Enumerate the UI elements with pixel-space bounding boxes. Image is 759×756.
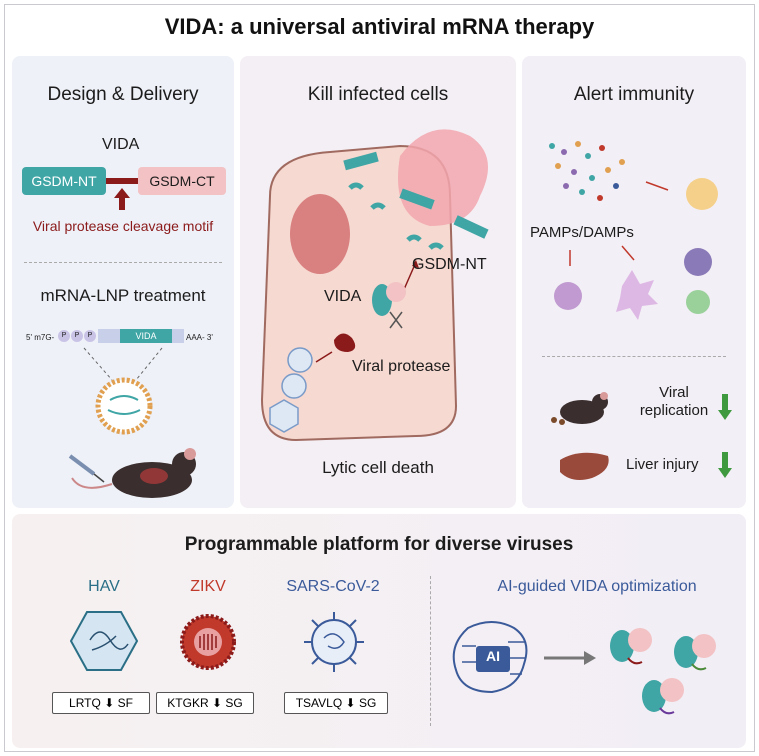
- virus-name-hav: HAV: [88, 578, 120, 595]
- phosphate-icon: P: [84, 330, 96, 342]
- viral-replication-label: Viral replication: [639, 384, 709, 419]
- mouse-icon: [551, 392, 608, 425]
- motif-box-zikv: KTGKR ⬇ SG: [156, 692, 254, 714]
- utr-segment: [172, 329, 184, 343]
- virus-name-zikv: ZIKV: [190, 578, 226, 595]
- syringe-icon: [68, 454, 96, 476]
- mrna-3prime-label: AAA- 3': [186, 333, 213, 342]
- decrease-arrow-icon: [718, 394, 732, 420]
- neutrophil-icon: [554, 282, 582, 310]
- phosphate-icon: P: [58, 330, 70, 342]
- pamps-cluster-icon: [549, 141, 625, 201]
- alert-immunity-panel: Alert immunity PAMPs/DAMPs Viral replica…: [522, 56, 746, 508]
- platform-panel: Programmable platform for diverse viruse…: [12, 514, 746, 748]
- virus-name-sars-cov-2: SARS-CoV-2: [286, 578, 380, 595]
- virion-icon: [287, 347, 313, 373]
- motif-left: KTGKR: [167, 696, 209, 710]
- immune-cells-illustration: [549, 141, 718, 320]
- gsdm-nt-domain: GSDM-NT: [22, 167, 106, 195]
- kill-infected-cells-panel: Kill infected cells GSDM-NT VIDA Viral p…: [240, 56, 516, 508]
- vida-construct-label: VIDA: [102, 136, 140, 153]
- immune-cell-icon: [686, 178, 718, 210]
- zikv-virus-icon: [180, 614, 236, 670]
- gsdm-pore-icon: [453, 215, 489, 239]
- t-cell-icon: [686, 290, 710, 314]
- cleavage-arrow-icon: [114, 188, 130, 210]
- cleavage-down-icon: ⬇: [104, 696, 115, 710]
- lytic-cell-death-label: Lytic cell death: [322, 458, 434, 477]
- liver-injury-label: Liver injury: [626, 456, 699, 473]
- macrophage-icon: [684, 248, 712, 276]
- motif-left: LRTQ: [69, 696, 101, 710]
- virion-icon: [281, 373, 307, 399]
- viral-protease-icon: [334, 333, 356, 352]
- scissors-icon: [389, 311, 403, 329]
- linker-bar: [106, 178, 138, 184]
- kill-cells-title: Kill infected cells: [307, 84, 449, 105]
- sars-cov-2-virus-icon: [304, 612, 364, 672]
- platform-title: Programmable platform for diverse viruse…: [184, 534, 574, 555]
- design-delivery-panel: Design & Delivery VIDA GSDM-NT GSDM-CT V…: [12, 56, 234, 508]
- viral-protease-label: Viral protease: [352, 358, 451, 375]
- motif-right: SG: [225, 696, 243, 710]
- motif-right: SG: [358, 696, 377, 710]
- alert-immunity-title: Alert immunity: [573, 84, 695, 105]
- utr-segment: [98, 329, 120, 343]
- cleavage-down-icon: ⬇: [211, 696, 223, 710]
- right-arrow-icon: [544, 651, 596, 665]
- section-divider: [430, 576, 431, 726]
- motif-box-hav: LRTQ ⬇ SF: [52, 692, 150, 714]
- motif-left: TSAVLQ: [295, 696, 343, 710]
- design-delivery-title: Design & Delivery: [47, 84, 199, 105]
- pamps-damps-label: PAMPs/DAMPs: [530, 224, 634, 241]
- gsdm-nt-label: GSDM-NT: [412, 256, 487, 273]
- gsdm-pore-icon: [343, 151, 379, 171]
- gsdm-nt-fragments: [348, 182, 444, 250]
- liver-icon: [560, 452, 609, 480]
- hav-virus-icon: [70, 611, 138, 671]
- infected-cell-illustration: [260, 129, 489, 442]
- motif-box-sars-cov-2: TSAVLQ ⬇ SG: [284, 692, 388, 714]
- motif-right: SF: [117, 696, 133, 710]
- lnp-mouse-illustration: [68, 347, 196, 498]
- mrna-5prime-label: 5' m7G-: [26, 333, 55, 342]
- cleavage-motif-label: Viral protease cleavage motif: [32, 218, 214, 234]
- section-divider: [542, 356, 726, 357]
- optimized-vida-proteins-icon: [610, 628, 716, 715]
- lnp-title: mRNA-LNP treatment: [40, 286, 206, 305]
- gsdm-ct-domain: GSDM-CT: [138, 167, 226, 195]
- nucleus-icon: [290, 194, 350, 274]
- figure-title: VIDA: a universal antiviral mRNA therapy: [164, 14, 595, 39]
- dendritic-cell-icon: [616, 270, 658, 320]
- pore-burst-icon: [398, 129, 488, 226]
- phosphate-icon: P: [71, 330, 83, 342]
- vida-label: VIDA: [324, 288, 362, 305]
- decrease-arrow-icon: [718, 452, 732, 478]
- ai-guided-title: AI-guided VIDA optimization: [497, 578, 697, 595]
- ai-chip-label: AI: [486, 648, 500, 664]
- lnp-particle-icon: [95, 377, 153, 435]
- cleavage-down-icon: ⬇: [345, 696, 356, 710]
- section-divider: [24, 262, 222, 263]
- mrna-vida-segment: VIDA: [120, 329, 172, 343]
- ai-brain-icon: [452, 621, 528, 694]
- gsdm-pore-icon: [399, 188, 435, 210]
- hav-virion-icon: [269, 399, 299, 433]
